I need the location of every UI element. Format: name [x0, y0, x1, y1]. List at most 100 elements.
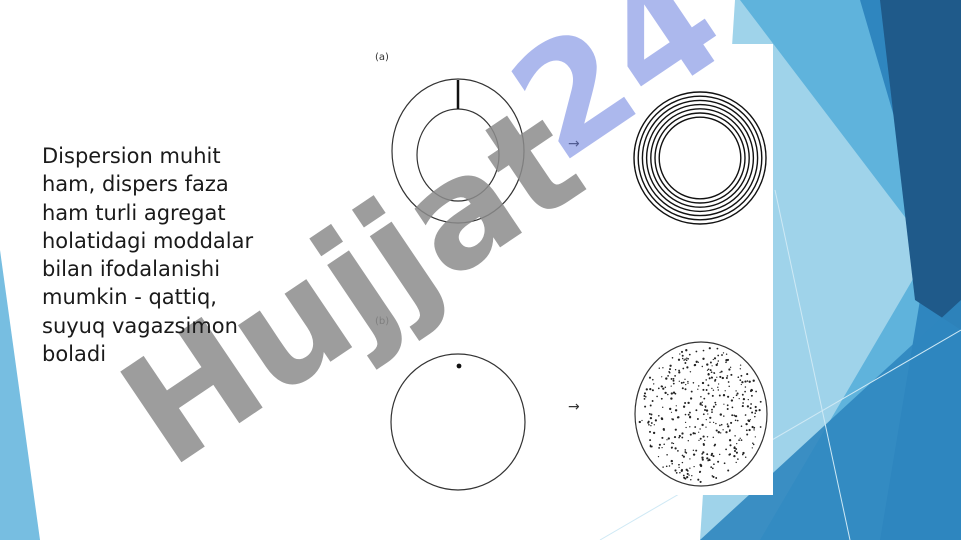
particle-dot: [752, 443, 755, 446]
particle-dot: [680, 381, 683, 384]
particle-dot: [688, 474, 690, 476]
particle-dot: [719, 432, 722, 434]
particle-dot: [742, 402, 744, 404]
particle-dot: [686, 472, 689, 475]
particle-dot: [670, 377, 673, 380]
particle-dot: [688, 353, 691, 356]
particle-dot: [718, 394, 721, 397]
particle-dot: [720, 370, 723, 373]
particle-dot: [707, 413, 709, 415]
particle-dot: [727, 469, 730, 472]
particle-dot: [684, 362, 687, 364]
particle-dot: [714, 401, 717, 404]
particle-dot: [704, 439, 706, 442]
particle-dot: [736, 392, 739, 395]
particle-dot: [702, 388, 705, 391]
particle-dot: [713, 463, 715, 466]
particle-dot: [681, 436, 684, 439]
particle-dot: [658, 367, 661, 369]
particle-dot: [759, 400, 762, 403]
particle-dot: [712, 436, 715, 439]
panel-a-label: (a): [375, 52, 389, 63]
particle-dot: [652, 431, 656, 435]
particle-dot: [725, 353, 728, 355]
particle-dot: [671, 357, 674, 359]
particle-dot: [692, 453, 696, 456]
particle-dot: [695, 350, 698, 353]
panel-a-arrow: →: [568, 136, 580, 152]
particle-dot: [671, 446, 673, 449]
particle-dot: [736, 419, 739, 422]
particle-dot: [744, 380, 747, 383]
particle-dot: [699, 470, 702, 473]
particle-dot: [664, 391, 667, 395]
particle-dot: [691, 475, 693, 477]
particle-dot: [657, 387, 660, 390]
particle-dot: [667, 375, 669, 377]
particle-dot: [717, 460, 720, 463]
particle-dot: [701, 401, 703, 403]
particle-dot: [651, 389, 654, 392]
particle-dot: [754, 436, 756, 438]
particle-dot: [717, 386, 719, 389]
particle-dot: [674, 469, 677, 472]
particle-dot: [666, 439, 668, 441]
particle-dot: [702, 349, 705, 352]
particle-dot: [750, 394, 753, 397]
particle-dot: [738, 397, 740, 400]
concentric-ring: [654, 112, 746, 204]
particle-dot: [687, 382, 689, 384]
particle-dot: [728, 368, 731, 371]
panel-b-label: (b): [375, 316, 390, 327]
panel-a-annulus: [391, 78, 525, 224]
particle-dot: [688, 416, 692, 419]
particle-dot: [715, 477, 718, 479]
particle-dot: [725, 377, 728, 379]
particle-dot: [694, 426, 697, 428]
particle-dot: [746, 433, 749, 436]
particle-dot: [715, 429, 718, 432]
particle-dot: [697, 361, 700, 363]
particle-dot: [674, 447, 677, 450]
particle-dot: [669, 364, 672, 367]
particle-dot: [681, 454, 684, 457]
particle-dot: [748, 380, 751, 383]
particle-dot: [685, 452, 688, 454]
particle-dot: [712, 455, 715, 458]
particle-dot: [729, 444, 732, 447]
particle-dot: [701, 423, 704, 427]
particle-dot: [671, 462, 673, 465]
particle-dot: [717, 389, 719, 391]
particle-dot: [735, 461, 737, 464]
particle-dot: [682, 455, 685, 458]
particle-dot: [701, 458, 704, 461]
particle-dot: [689, 371, 692, 373]
particle-dot: [735, 448, 738, 450]
particle-dot: [746, 373, 749, 376]
particle-dot: [728, 385, 730, 388]
particle-dot: [684, 401, 687, 405]
particle-dot: [674, 409, 678, 412]
particle-dot: [682, 381, 685, 384]
particle-dot: [733, 449, 737, 453]
particle-dot: [687, 357, 690, 360]
particle-dot: [717, 431, 720, 434]
particle-dot: [687, 413, 690, 416]
particle-dot: [726, 375, 729, 377]
particle-dot: [685, 359, 688, 362]
particle-dot: [673, 436, 677, 439]
particle-dot: [725, 448, 727, 451]
particle-dot: [747, 419, 751, 423]
particle-dot: [709, 459, 711, 461]
particle-dot: [752, 379, 755, 382]
particle-dot: [693, 363, 697, 367]
particle-dot: [704, 406, 707, 408]
particle-dot: [727, 425, 730, 428]
particle-dot: [711, 452, 714, 455]
particle-dot: [656, 395, 658, 398]
particle-dot: [686, 476, 689, 479]
particle-dot: [690, 479, 692, 481]
particle-dot: [665, 377, 668, 380]
particle-dot: [741, 393, 744, 396]
particle-dot: [643, 392, 647, 395]
